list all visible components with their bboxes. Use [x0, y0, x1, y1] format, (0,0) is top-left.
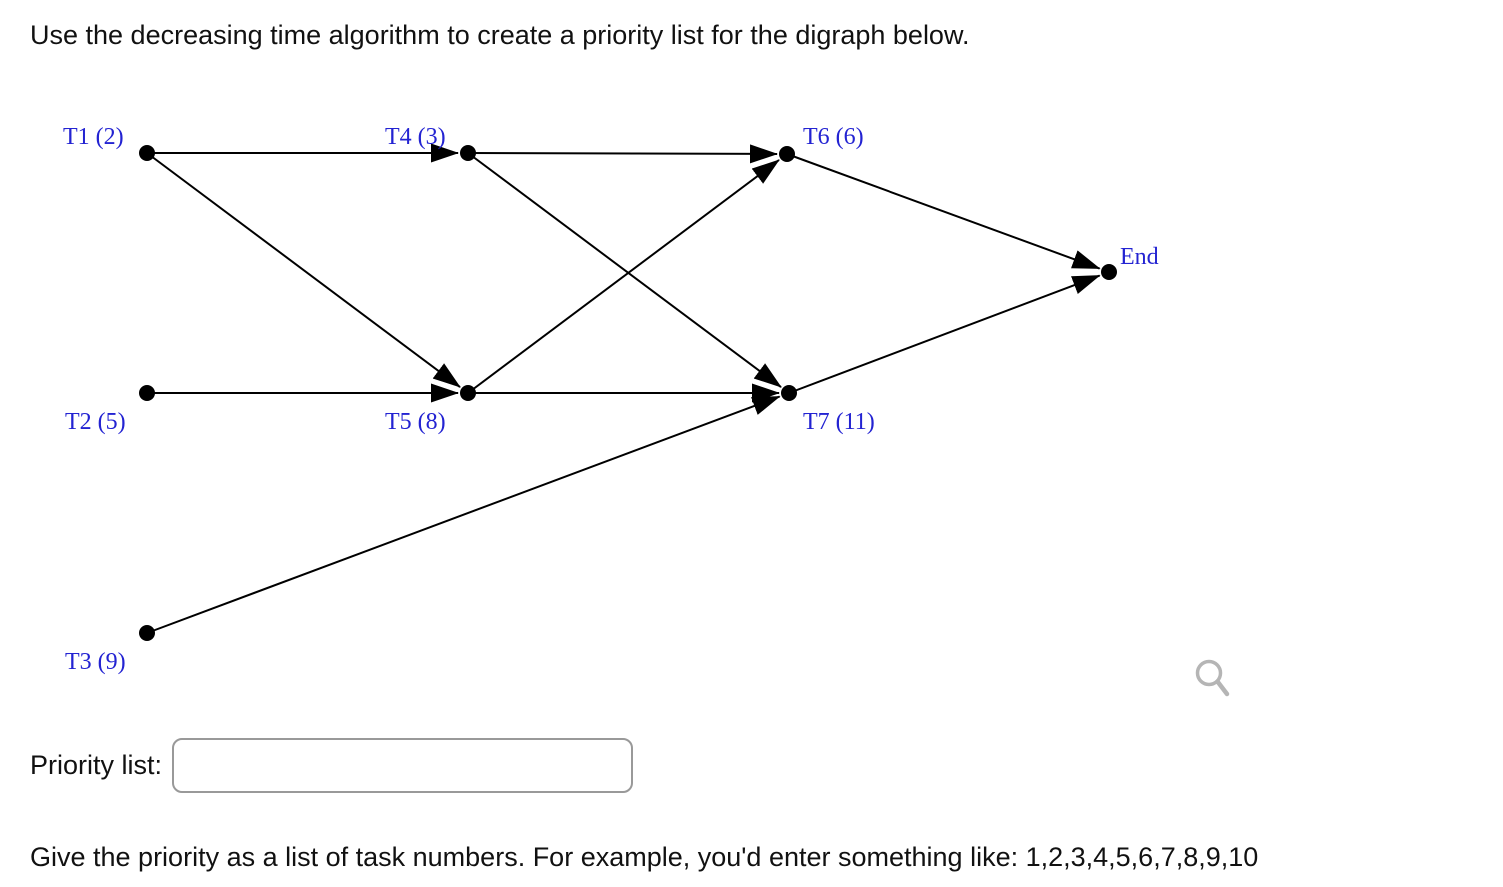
node-label-T4: T4 (3)	[385, 124, 446, 150]
magnifier-lens	[1195, 659, 1223, 687]
edge-T5-T6	[467, 159, 780, 394]
node-label-T2: T2 (5)	[65, 409, 126, 435]
node-T3	[139, 625, 155, 641]
node-T6	[779, 146, 795, 162]
magnifier-icon[interactable]	[1192, 654, 1236, 700]
node-label-End: End	[1120, 244, 1159, 270]
edge-T1-T5	[146, 152, 461, 388]
edge-T4-T6	[467, 144, 779, 164]
digraph: T1 (2) T2 (5) T3 (9) T4 (3) T5 (8) T6 (6) T7 (…	[63, 124, 1159, 675]
node-T1	[139, 145, 155, 161]
edge-T3-T7	[146, 395, 781, 634]
priority-list-label: Priority list:	[30, 750, 163, 780]
magnifier-handle	[1215, 679, 1230, 697]
node-T7	[781, 385, 797, 401]
edge-T4-T7	[467, 152, 782, 388]
node-T2	[139, 385, 155, 401]
node-End	[1101, 264, 1117, 280]
node-label-T6: T6 (6)	[803, 124, 864, 150]
node-T4	[460, 145, 476, 161]
instructions-text: Give the priority as a list of task numb…	[30, 842, 1259, 872]
priority-list-input[interactable]	[172, 738, 634, 793]
node-label-T3: T3 (9)	[65, 649, 126, 675]
problem-title: Use the decreasing time algorithm to cre…	[30, 20, 970, 50]
node-T5	[460, 385, 476, 401]
node-label-T5: T5 (8)	[385, 409, 446, 435]
edge-T6-End	[786, 153, 1101, 270]
node-label-T7: T7 (11)	[803, 409, 875, 435]
priority-list-row: Priority list:	[30, 737, 634, 794]
node-label-T1: T1 (2)	[63, 124, 124, 150]
edge-T7-End	[788, 274, 1101, 394]
